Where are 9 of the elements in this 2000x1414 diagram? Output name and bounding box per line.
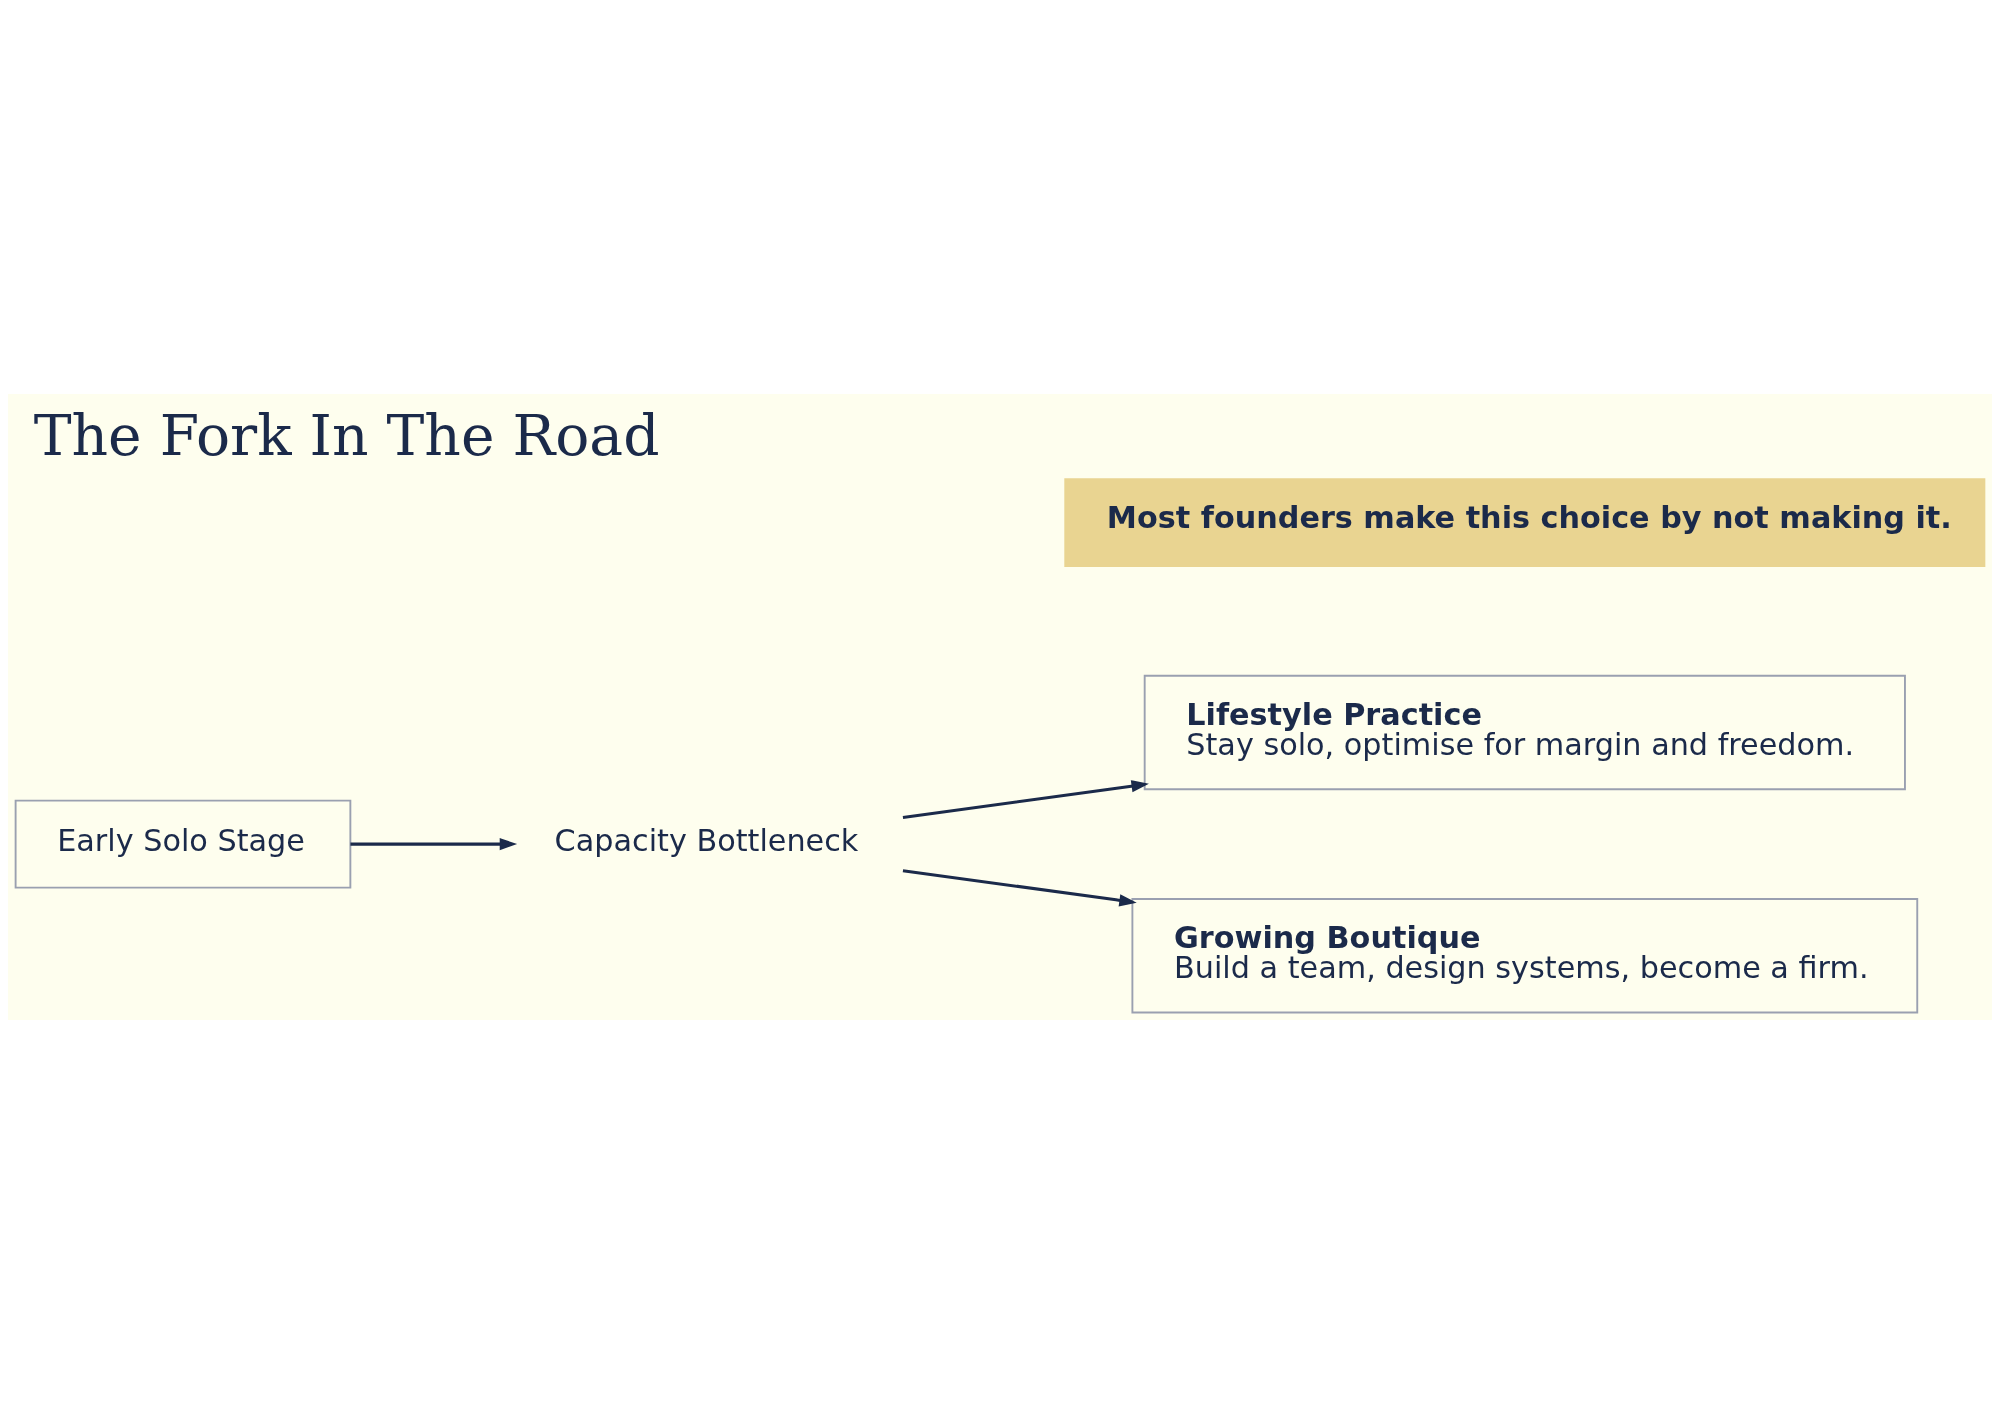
arrow <box>350 838 518 851</box>
node-box: Early Solo Stage <box>14 799 352 889</box>
arrow <box>902 869 1137 907</box>
node-box: Lifestyle Practice Stay solo, optimise for margin and freedom. <box>1143 674 1906 791</box>
node-box: Most founders make this choice by not making it. <box>1064 478 1986 568</box>
arrow <box>902 780 1149 820</box>
diagram-title: The Fork In The Road <box>33 401 660 468</box>
node-box: Growing Boutique Build a team, design systems, become a firm. <box>1131 898 1919 1014</box>
node-text: Capacity Bottleneck <box>554 823 859 859</box>
